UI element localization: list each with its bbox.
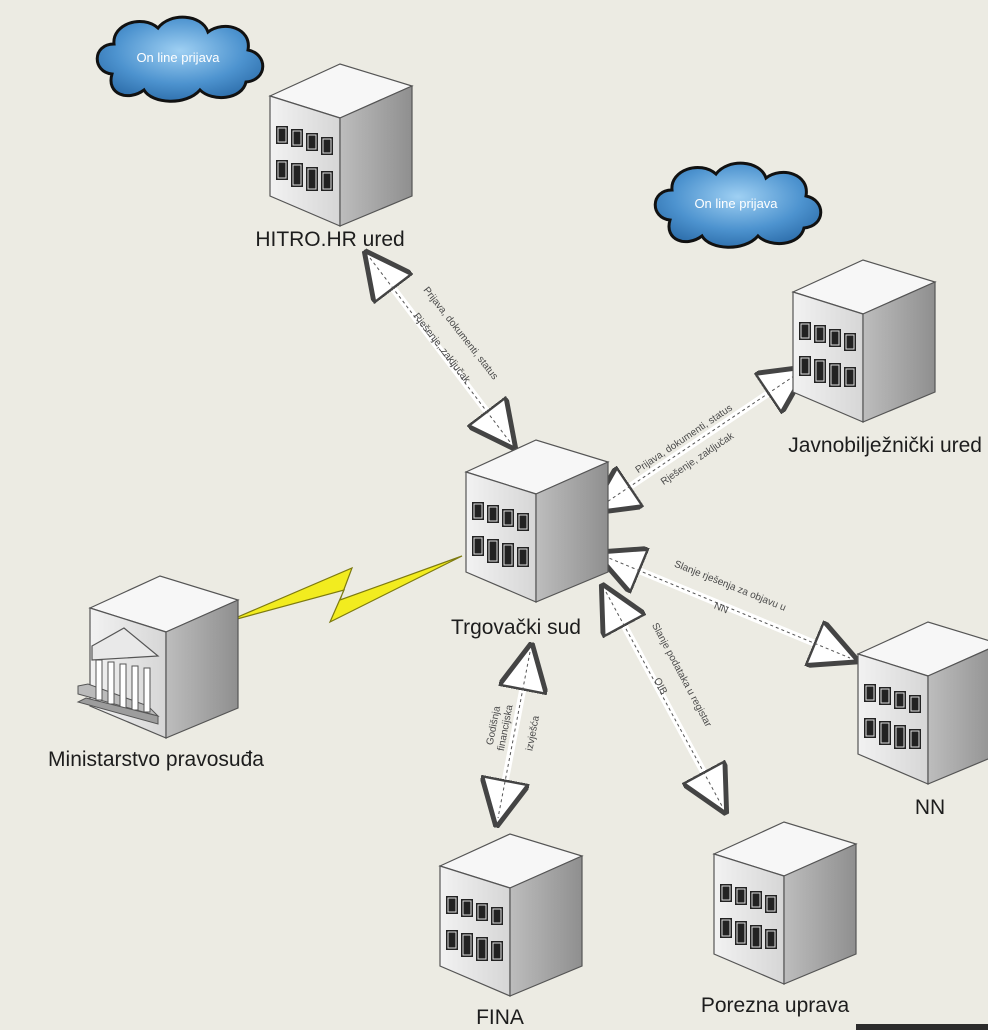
building-icon xyxy=(792,259,936,423)
node-hitro-label: HITRO.HR ured xyxy=(255,228,404,251)
edge-label-hitro-sud: Prijava, dokumenti, status Rješenje, zak… xyxy=(411,285,500,386)
node-sud xyxy=(465,439,609,603)
cloud-javno: On line prijava xyxy=(653,161,823,249)
lightning-link xyxy=(225,555,463,624)
node-porezna xyxy=(713,821,857,985)
connector-javno-sud xyxy=(598,372,800,508)
edge-label-sud-porezna: Slanje podataka u registar OIB xyxy=(649,621,714,729)
cloud-hitro: On line prijava xyxy=(95,15,265,103)
node-ministarstvo xyxy=(77,575,239,739)
node-fina xyxy=(439,833,583,997)
node-fina-label: FINA xyxy=(476,1006,524,1029)
building-icon xyxy=(439,833,583,997)
connector-sud-porezna xyxy=(606,592,722,806)
building-icon xyxy=(269,63,413,227)
connector-hitro-sud xyxy=(370,258,510,442)
edge-label-sud-porezna-line1: Slanje podataka u registar xyxy=(649,621,714,729)
edge-label-sud-fina-line3: izvješća xyxy=(524,714,542,751)
node-sud-label: Trgovački sud xyxy=(451,616,581,639)
node-javno-label: Javnobilježnički ured xyxy=(788,434,982,457)
node-porezna-label: Porezna uprava xyxy=(701,994,850,1017)
node-nn xyxy=(857,621,988,785)
node-ministarstvo-label: Ministarstvo pravosuđa xyxy=(48,748,264,771)
building-icon xyxy=(857,621,988,785)
building-icon xyxy=(713,821,857,985)
corner-bar xyxy=(856,1024,988,1030)
connector-sud-fina xyxy=(498,652,530,818)
cloud-hitro-label: On line prijava xyxy=(136,50,220,65)
node-hitro xyxy=(269,63,413,227)
edge-label-sud-nn-line2: NN xyxy=(712,601,730,617)
building-icon xyxy=(465,439,609,603)
node-nn-label: NN xyxy=(915,796,945,819)
node-javno xyxy=(792,259,936,423)
ministry-building-icon xyxy=(77,575,239,739)
cloud-javno-label: On line prijava xyxy=(694,196,778,211)
edge-label-hitro-sud-line2: Rješenje, zaključak xyxy=(411,311,473,386)
